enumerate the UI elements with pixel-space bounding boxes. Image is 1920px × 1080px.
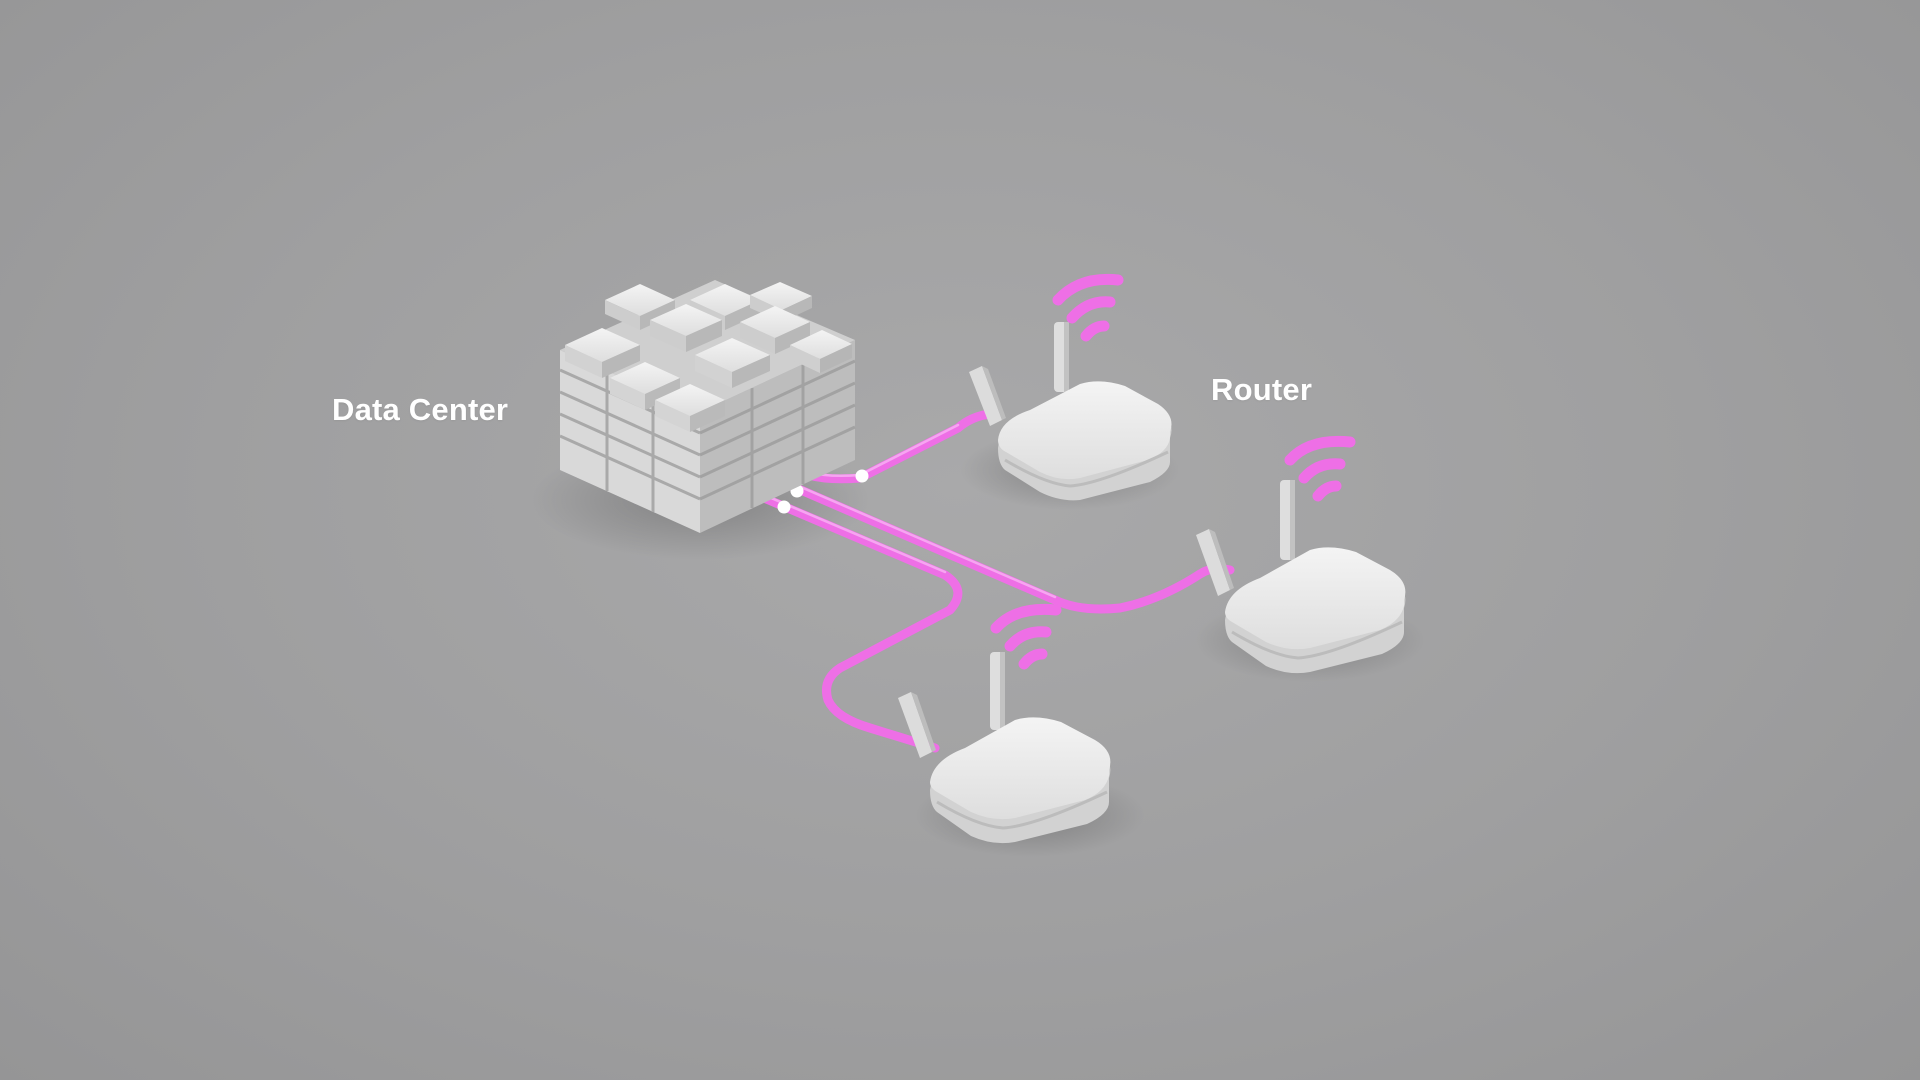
wifi-icon [1052,273,1124,342]
server-stack-icon [559,280,856,533]
router-icon [969,322,1172,501]
router-label: Router [1211,372,1313,407]
router-bottom [898,603,1111,844]
cable-to-router-bottom [745,487,963,753]
router-icon [898,652,1111,844]
router-top [969,273,1172,501]
wifi-icon [990,603,1062,670]
data-center-label: Data Center [332,392,509,427]
wifi-icon [1284,435,1356,502]
router-icon [1196,480,1406,674]
router-right [1196,435,1406,674]
